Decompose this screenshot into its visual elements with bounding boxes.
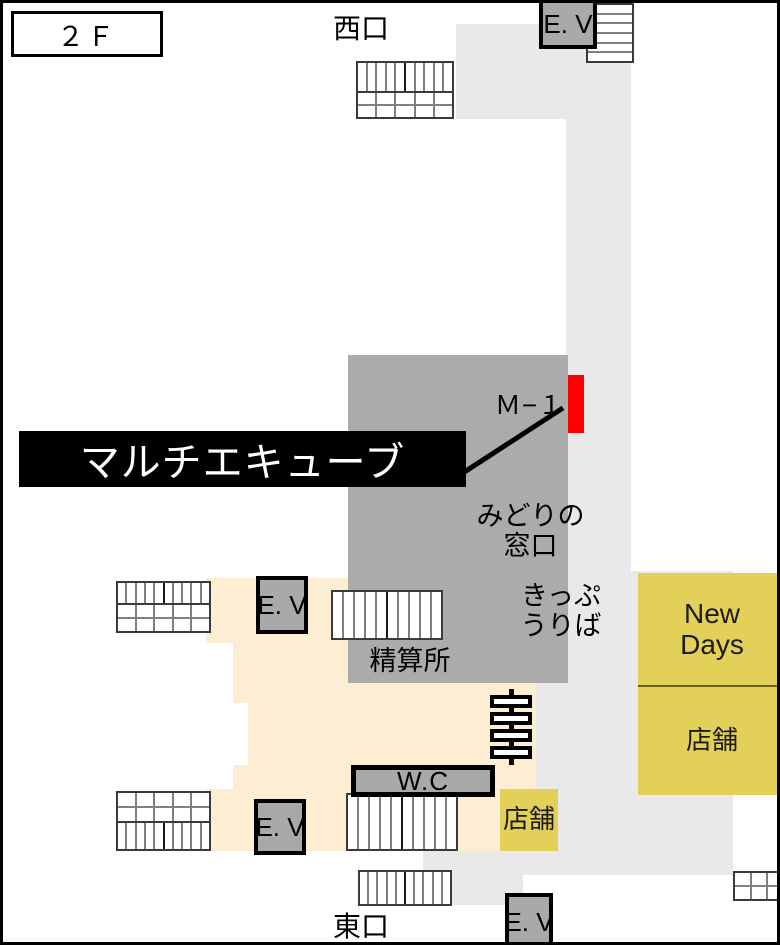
shop-divider [638,685,777,687]
elevator-paid-upper-label: E. V [257,589,307,620]
seisansho-label: 精算所 [369,646,451,676]
floor-badge-label: ２Ｆ [57,21,117,52]
stairs-center [331,590,443,640]
stairs-mid-left [116,581,211,633]
escalator-west-exit [356,61,454,119]
kippu-uriba-label: きっぷ うりば [520,581,602,642]
concourse-zone-corridor [566,119,631,571]
elevator-paid-lower[interactable]: E. V [254,799,306,855]
elevator-east-exit[interactable]: E. V [505,893,553,942]
paid-area-zone-core [248,703,536,765]
stairs-east-edge [733,871,777,901]
ticket-gate-unit[interactable] [490,729,532,742]
east-exit-label: 東口 [332,911,389,942]
shop-tenpo-small-label: 店舗 [502,804,555,835]
elevator-north[interactable]: E. V [539,3,597,49]
shop-tenpo-small[interactable]: 店舗 [500,789,558,851]
elevator-paid-lower-label: E. V [255,811,305,842]
stairs-below-wc [346,793,458,851]
elevator-paid-upper[interactable]: E. V [256,576,308,634]
west-exit-label: 西口 [332,13,389,44]
elevator-east-exit-label: E. V [505,906,553,937]
ticket-gate-unit[interactable] [490,712,532,725]
callout-multi-ecube[interactable]: マルチエキューブ [19,431,466,487]
marker-m1[interactable] [568,375,584,433]
ticket-gate-unit[interactable] [490,746,532,759]
shop-newdays-label: New Days [680,597,744,660]
shop-tenpo-east[interactable]: 店舗 [638,687,777,795]
restroom-wc[interactable]: W.C [351,765,495,797]
ticket-gates[interactable] [490,689,532,765]
callout-label: マルチエキューブ [79,441,406,485]
escalator-east-exit [358,870,452,906]
shop-newdays[interactable]: New Days [638,573,777,685]
restroom-wc-label: W.C [396,765,450,796]
midori-no-madoguchi-label: みどりの 窓口 [476,501,585,562]
stairs-bottom-left [116,791,211,851]
floor-badge: ２Ｆ [11,11,163,57]
ticket-gate-unit[interactable] [490,695,532,708]
shop-tenpo-east-label: 店舗 [685,725,738,756]
elevator-north-label: E. V [543,8,593,39]
